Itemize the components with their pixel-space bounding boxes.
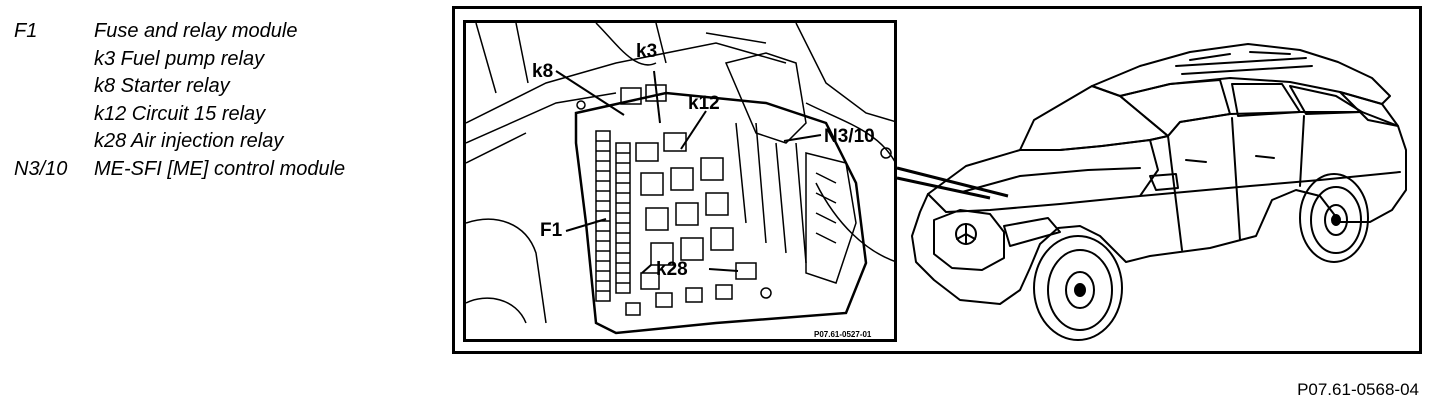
fuse-box-detail: k8 k3 k12 N3/10 F1 k28 P07.61-0527-01	[466, 23, 894, 339]
figure-frame	[452, 6, 1422, 354]
vehicle-body	[911, 111, 1407, 305]
legend-code: F1	[14, 20, 38, 42]
legend-row-f1: F1 Fuse and relay module	[14, 18, 345, 46]
legend-text: k28 Air injection relay	[94, 130, 284, 152]
vehicle-grille	[933, 209, 1005, 271]
legend-text: Fuse and relay module	[94, 20, 298, 42]
callout-f1: F1	[540, 220, 563, 241]
legend-text: ME-SFI [ME] control module	[94, 157, 346, 180]
callout-k12: k12	[688, 93, 720, 114]
legend-row-k3: k3 Fuel pump relay	[14, 46, 345, 74]
vehicle-mirror	[1149, 173, 1179, 191]
legend-code: N3/10	[14, 157, 68, 180]
vehicle-front-wheel	[1033, 235, 1123, 341]
legend-text: k3 Fuel pump relay	[94, 47, 265, 70]
legend-row-k8: k8 Starter relay	[14, 73, 345, 101]
legend-row-k12: k12 Circuit 15 relay	[14, 101, 345, 129]
vehicle-hood	[927, 139, 1159, 213]
figure-id: P07.61-0568-04	[1297, 380, 1419, 399]
vehicle-rear-wheel	[1299, 173, 1369, 263]
callout-k8: k8	[532, 61, 553, 82]
legend-text: k8 Starter relay	[94, 75, 230, 97]
callout-k28: k28	[656, 259, 688, 280]
legend-text: k12 Circuit 15 relay	[94, 102, 266, 125]
relay-blocks	[620, 84, 757, 316]
legend-row-n3-10: N3/10 ME-SFI [ME] control module	[14, 156, 345, 184]
inset-leader-line	[896, 166, 1009, 200]
legend: F1 Fuse and relay module k3 Fuel pump re…	[14, 18, 345, 183]
legend-row-k28: k28 Air injection relay	[14, 128, 345, 156]
inset-figure-code: P07.61-0527-01	[814, 330, 872, 339]
callout-k3: k3	[636, 41, 657, 62]
detail-inset: k8 k3 k12 N3/10 F1 k28 P07.61-0527-01	[463, 20, 897, 342]
vehicle-roof	[1091, 43, 1391, 105]
vehicle-headlight	[1003, 217, 1061, 247]
fuse-strip	[595, 130, 631, 302]
fuse-box-outline	[574, 91, 868, 335]
vehicle-roof-rails	[1175, 51, 1313, 75]
callout-n3-10: N3/10	[824, 126, 875, 147]
